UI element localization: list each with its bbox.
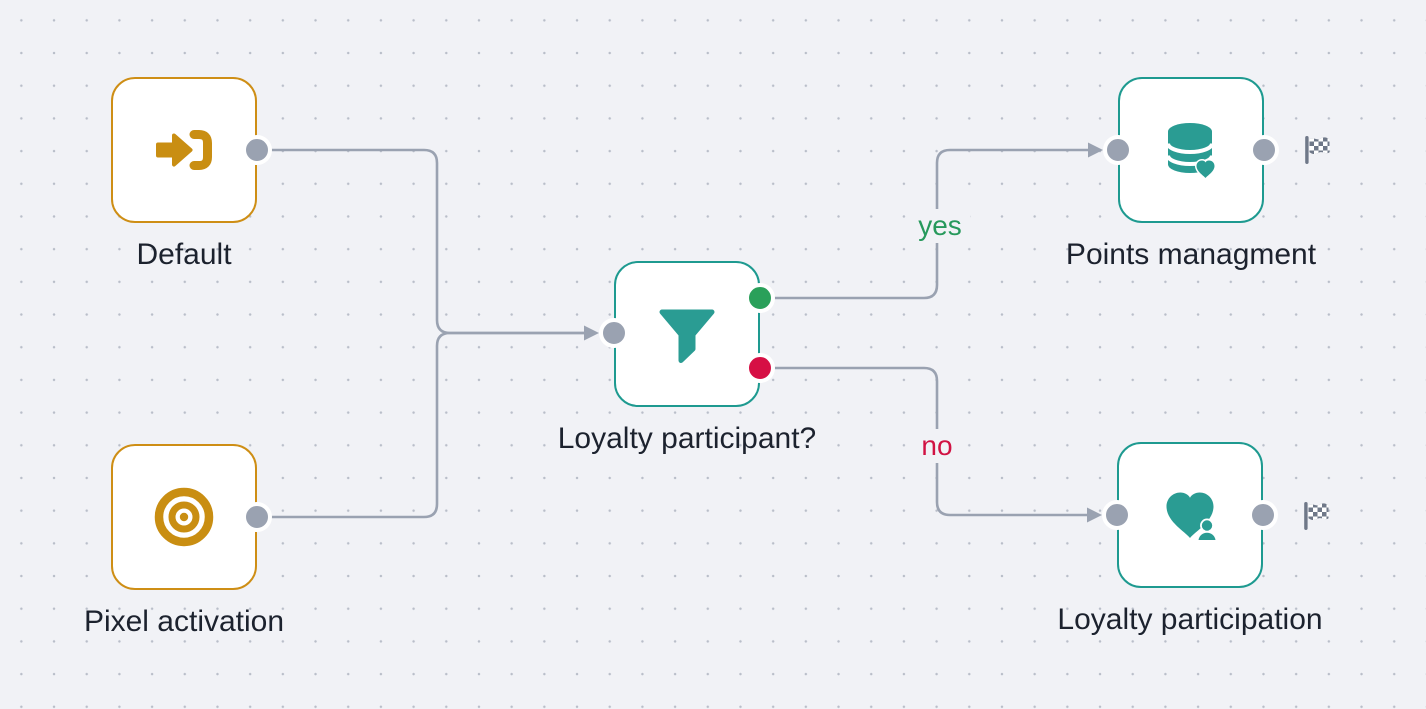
arrowhead-icon <box>584 325 599 341</box>
filter-icon <box>659 309 715 363</box>
node-points-managment[interactable] <box>1118 77 1264 223</box>
port-default-output[interactable] <box>242 135 272 165</box>
database-heart-icon <box>1166 123 1216 180</box>
port-participant-yes-output[interactable] <box>745 283 775 313</box>
node-label-points-managment: Points managment <box>1065 238 1317 271</box>
finish-flag-icon <box>1304 502 1329 530</box>
port-participation-input[interactable] <box>1102 500 1132 530</box>
node-pixel-activation[interactable] <box>111 444 257 590</box>
node-label-default: Default <box>136 238 232 271</box>
port-participation-output[interactable] <box>1248 500 1278 530</box>
node-loyalty-participant[interactable] <box>614 261 760 407</box>
arrowhead-icon <box>1088 142 1103 158</box>
node-loyalty-participation[interactable] <box>1117 442 1263 588</box>
heart-member-icon <box>1166 492 1218 542</box>
node-default[interactable] <box>111 77 257 223</box>
target-icon <box>154 487 214 547</box>
node-label-pixel-activation: Pixel activation <box>83 605 285 638</box>
edge-default-to-participant <box>257 148 584 335</box>
finish-flag-icon <box>1305 136 1330 164</box>
node-label-loyalty-participant: Loyalty participant? <box>557 422 817 455</box>
sign-in-icon <box>156 130 212 170</box>
edge-label-no: no <box>913 429 961 463</box>
port-pixel-activation-output[interactable] <box>242 502 272 532</box>
port-participant-no-output[interactable] <box>745 353 775 383</box>
edge-label-yes: yes <box>910 209 970 243</box>
port-participant-input[interactable] <box>599 318 629 348</box>
node-label-loyalty-participation: Loyalty participation <box>1057 603 1323 636</box>
port-points-output[interactable] <box>1249 135 1279 165</box>
port-points-input[interactable] <box>1103 135 1133 165</box>
edge-pixel-to-participant <box>257 331 584 519</box>
arrowhead-icon <box>1087 507 1102 523</box>
